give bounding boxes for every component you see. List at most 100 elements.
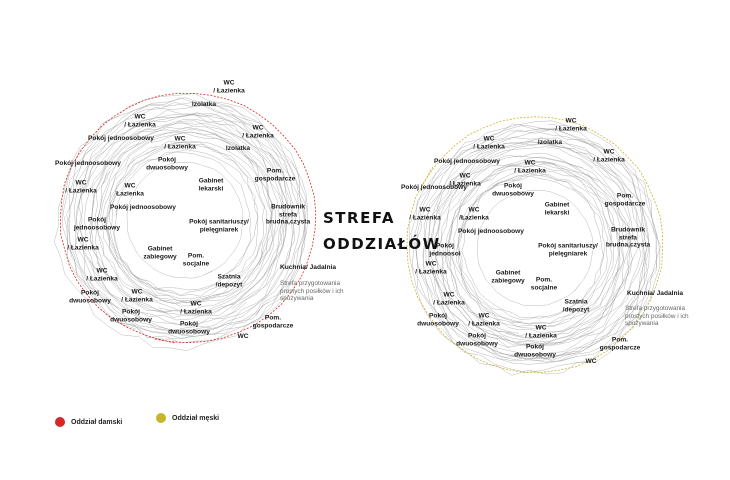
room-label: Szatnia /depozyt [562,298,590,313]
sketch-ring [105,143,268,303]
sketch-ring [94,126,284,316]
room-label: WC [237,333,249,341]
sketch-ring [84,120,287,327]
sketch-ring [445,161,630,343]
sketch-ring [90,129,277,314]
room-label: Pokój jednoosobowy [73,216,121,231]
sketch-ring [110,151,252,296]
room-label: WC / Łazienka [514,159,546,174]
sketch-ring [97,132,280,311]
room-label: WC / Łazienka [593,148,625,163]
room-label: Szatnia /depozyt [215,273,243,288]
room-label: Izolatka [225,145,251,153]
room-label: Brudownik strefa brudna,czysta [605,226,651,249]
room-label: WC / Łazienka [213,79,245,94]
room-label: WC / Łazienka [525,324,557,339]
room-label: WC / Łazienka [86,267,118,282]
sketch-ring [456,170,621,334]
room-label: Pokój jednoosobowy [88,135,154,143]
sketch-ring [416,125,657,363]
room-label: WC / Łazienka [65,179,97,194]
room-label: Gabinet lekarski [198,177,224,192]
room-label: Pokój dwuosobowy [168,320,210,335]
legend-item-male: Oddział męski [156,413,219,423]
sketch-ring [74,113,295,332]
room-label: WC / Łazienka [468,312,500,327]
sketch-ring [77,114,294,331]
room-label: Gabinet zabiegowy [491,269,525,284]
room-label: Izolatka [537,139,563,147]
sketch-ring [408,123,660,376]
male-ward-outline [406,116,663,374]
female-ward-outline [60,92,317,344]
sketch-ring [410,120,661,365]
room-label: Pokój dwuosobowy [492,182,534,197]
page-title: STREFA ODDZIAŁÓW [323,209,441,253]
room-label: Pom. gospodarcze [604,192,646,207]
room-label: Pokój jednoosobowy [55,160,121,168]
room-label: WC / Łazienka [67,236,99,251]
room-label: Pokój jednoosobowy [434,158,500,166]
room-label: WC / Łazienka [433,291,465,306]
sketch-ring [89,119,289,318]
sketch-ring [61,93,308,340]
sketch-ring [79,112,289,326]
room-label: WC / Łazienka [124,113,156,128]
room-label: Pom. gospodarcze [599,336,641,351]
sketch-ring [89,120,285,315]
room-label: Pom. gospodarcze [254,167,296,182]
sketch-ring [422,131,650,360]
sketch-ring [433,153,632,346]
legend-label: Oddział męski [172,414,220,422]
legend-label: Oddział damski [71,418,123,426]
room-label: WC / Łazienka [409,206,441,221]
room-label: WC /Łazienka [459,206,489,221]
room-label: Gabinet zabiegowy [143,245,177,260]
sketch-ring [76,114,288,321]
sketch-ring [428,141,644,355]
room-label: Kuchnia/ Jadalnia [279,264,337,272]
sketch-ring [413,129,657,373]
sketch-ring [458,174,615,327]
sketch-ring [415,127,649,360]
room-label: Pom. socjalne [530,276,558,291]
room-label: Pokój jednoosoi [429,242,461,257]
sketch-ring [427,141,648,361]
inner-ring [126,162,244,279]
sketch-ring [447,161,625,339]
sketch-ring [457,172,606,320]
room-label: Pokój dwuosobowy [110,308,152,323]
room-label: WC / Łazienka [121,288,153,303]
room-label: WC [585,358,597,366]
room-label: WC / Łazienka [449,172,481,187]
room-label: WC / Łazienka [242,124,274,139]
sketch-ring [109,142,265,300]
room-label: Pom. socjalne [182,252,210,267]
room-label: Pokój dwuosobowy [456,332,498,347]
room-label: WC / Łazienka [473,135,505,150]
sketch-ring [439,156,632,344]
sketch-ring [435,144,642,347]
sketch-ring [97,127,274,307]
sketch-ring [62,101,307,344]
room-label: Pokój sanitariuszy/ pielęgniarek [538,242,598,257]
room-label: WC Łazienka [116,182,144,197]
male-ward-dot-icon [156,413,166,423]
room-label: Pokój dwuosobowy [514,343,556,358]
room-label: Pokój sanitariuszy/ pielęgniarek [189,218,249,233]
room-label: WC / Łazienka [180,300,212,315]
room-label: WC / Łazienka [415,260,447,275]
sketch-ring [54,97,307,351]
room-label: Pokój dwuosobowy [417,312,459,327]
room-label: WC / Łazienka [555,117,587,132]
room-label: Pokój dwuosobowy [69,289,111,304]
room-label: WC / Łazienka [164,135,196,150]
sketch-ring [425,137,650,361]
sketch-ring [441,155,624,339]
room-label: Brudownik strefa brudna,czysta [265,203,311,226]
room-label: Pokój jednoosobowy [401,184,467,192]
kitchen-note: Strefa przygotowania prostych posiłków i… [625,305,689,328]
sketch-ring [446,163,620,337]
inner-ring [477,189,594,306]
